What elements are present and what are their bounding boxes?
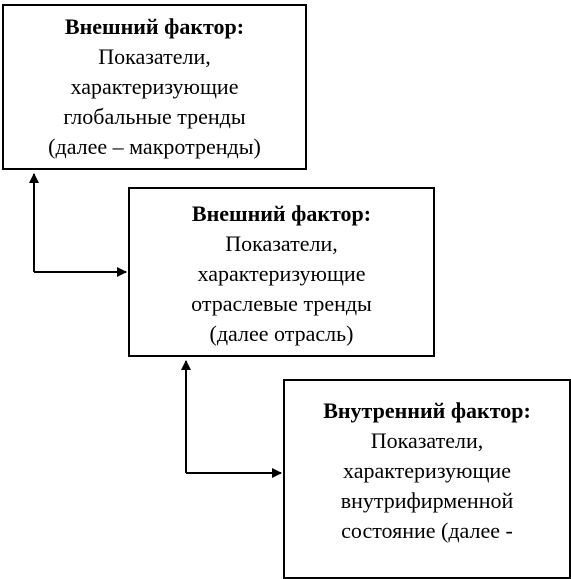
box-text-line: отраслевые тренды	[191, 291, 372, 316]
box-text-line: характеризующие	[197, 261, 366, 286]
box-text-line: Показатели,	[98, 44, 211, 69]
box-title: Внутренний фактор:	[323, 398, 531, 423]
connector-macro-to-industry	[29, 173, 127, 277]
box-text-line: характеризующие	[343, 458, 511, 483]
box-text-line: Показатели,	[370, 428, 484, 453]
box-text-line: глобальные тренды	[63, 104, 246, 129]
box-title: Внешний фактор:	[64, 14, 245, 39]
external-factor-industry-box: Внешний фактор: Показатели, характеризую…	[128, 187, 435, 357]
box-text-line: состояние (далее -	[341, 518, 513, 543]
box-title: Внешний фактор:	[191, 201, 372, 226]
connector-industry-to-internal	[181, 360, 282, 478]
box-text-line: (далее отрасль)	[209, 321, 354, 346]
external-factor-macrotrends-box: Внешний фактор: Показатели, характеризую…	[2, 4, 307, 170]
box-text-line: внутрифирменной	[340, 488, 514, 513]
internal-factor-box: Внутренний фактор: Показатели, характери…	[283, 379, 571, 579]
box-text-line: (далее – макротренды)	[48, 134, 261, 159]
box-text-line: Показатели,	[225, 231, 338, 256]
box-text-line: характеризующие	[70, 74, 239, 99]
